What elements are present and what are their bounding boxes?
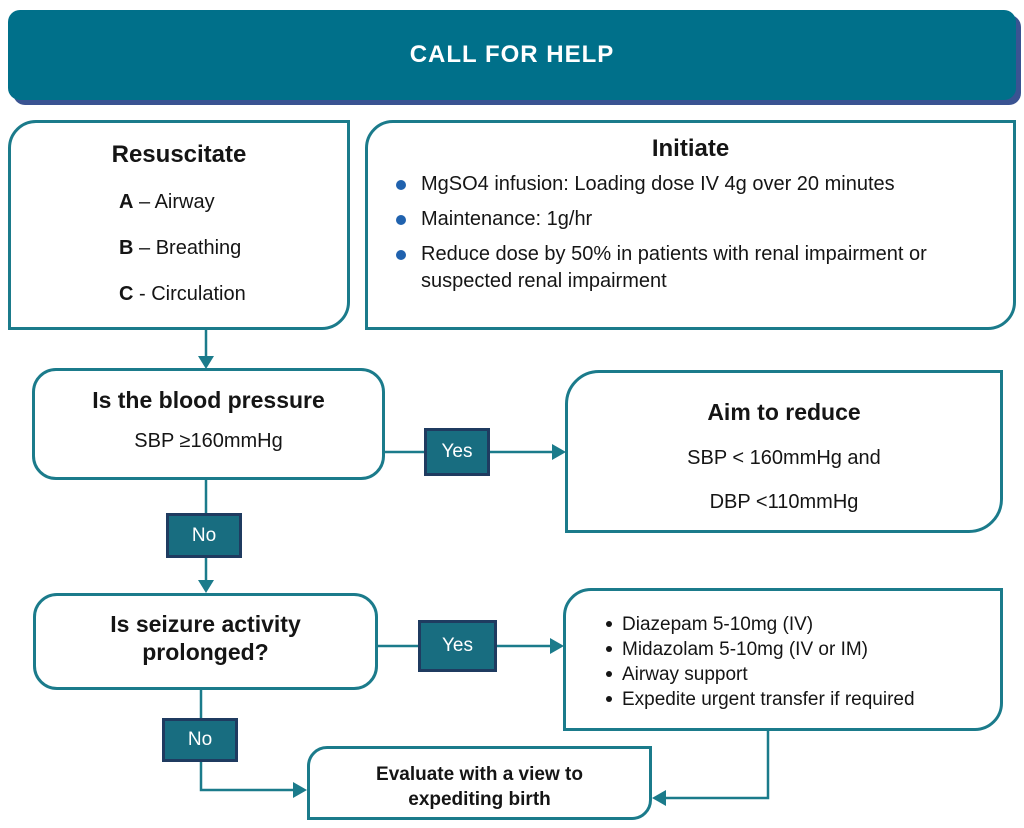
bullet-text: Diazepam 5-10mg (IV) (622, 614, 814, 635)
list-item: Diazepam 5-10mg (IV) (606, 612, 1000, 637)
evaluate-line2: expediting birth (408, 789, 551, 810)
list-item: Midazolam 5-10mg (IV or IM) (606, 637, 1000, 662)
abc-label: – Breathing (133, 237, 242, 259)
chip-text: Yes (441, 441, 473, 462)
seizure-treatment-box: Diazepam 5-10mg (IV) Midazolam 5-10mg (I… (563, 588, 1003, 731)
call-for-help-banner: CALL FOR HELP (8, 10, 1016, 100)
aim-dbp-line: DBP <110mmHg (709, 491, 859, 513)
yes-label-seizure: Yes (418, 620, 497, 672)
abc-list: A – Airway B – Breathing C - Circulation (11, 189, 347, 307)
seizure-question-line1: Is seizure activity (110, 611, 301, 637)
aim-to-reduce-box: Aim to reduce SBP < 160mmHg and DBP <110… (565, 370, 1003, 533)
yes-label-bp: Yes (424, 428, 490, 476)
evaluate-birth-box: Evaluate with a view to expediting birth (307, 746, 652, 820)
blood-pressure-question-box: Is the blood pressure SBP ≥160mmHg (32, 368, 385, 480)
initiate-title: Initiate (651, 135, 730, 162)
seizure-question-line2: prolonged? (142, 639, 269, 665)
abc-item-circulation: C - Circulation (119, 281, 347, 307)
list-item: MgSO4 infusion: Loading dose IV 4g over … (396, 171, 997, 198)
arrowhead-right-evaluate (293, 782, 307, 798)
abc-letter: C (119, 283, 134, 305)
aim-title: Aim to reduce (707, 399, 861, 425)
bullet-text: Midazolam 5-10mg (IV or IM) (622, 639, 869, 660)
list-item: Maintenance: 1g/hr (396, 206, 997, 233)
list-item: Expedite urgent transfer if required (606, 687, 1000, 712)
bp-question-subtitle: SBP ≥160mmHg (134, 430, 283, 452)
chip-text: Yes (442, 635, 473, 656)
arrowhead-down-seizure (198, 580, 214, 593)
resuscitate-box: Resuscitate A – Airway B – Breathing C -… (8, 120, 350, 330)
list-item: Airway support (606, 662, 1000, 687)
chip-text: No (187, 729, 213, 750)
no-label-seizure: No (162, 718, 238, 762)
chip-text: No (191, 524, 217, 546)
bullet-text: Airway support (622, 664, 748, 685)
no-label-bp: No (166, 513, 242, 558)
bullet-text: Expedite urgent transfer if required (622, 689, 915, 710)
abc-letter: B (119, 237, 134, 259)
bullet-text: Maintenance: 1g/hr (421, 208, 593, 230)
aim-sbp-line: SBP < 160mmHg and (687, 447, 881, 469)
seizure-question-box: Is seizure activity prolonged? (33, 593, 378, 690)
connector-no-to-evaluate (199, 762, 294, 792)
resuscitate-title: Resuscitate (111, 141, 247, 168)
abc-label: - Circulation (133, 283, 246, 305)
arrowhead-down-bp (198, 356, 214, 369)
bullet-icon (606, 646, 612, 652)
evaluate-line1: Evaluate with a view to (376, 764, 583, 785)
bullet-icon (606, 696, 612, 702)
bp-question-title: Is the blood pressure (92, 387, 325, 413)
connector-treatment-to-evaluate (665, 731, 770, 800)
arrowhead-right-aim (552, 444, 566, 460)
bullet-icon (396, 180, 406, 190)
bullet-text: Reduce dose by 50% in patients with rena… (421, 243, 927, 292)
bullet-icon (606, 671, 612, 677)
bullet-text: MgSO4 infusion: Loading dose IV 4g over … (421, 173, 895, 195)
abc-item-breathing: B – Breathing (119, 235, 347, 261)
list-item: Reduce dose by 50% in patients with rena… (396, 241, 997, 295)
abc-item-airway: A – Airway (119, 189, 347, 215)
bullet-icon (396, 250, 406, 260)
abc-label: – Airway (133, 191, 215, 213)
initiate-box: Initiate MgSO4 infusion: Loading dose IV… (365, 120, 1016, 330)
arrowhead-left-evaluate (652, 790, 666, 806)
bullet-icon (396, 215, 406, 225)
arrowhead-right-treatment (550, 638, 564, 654)
bullet-icon (606, 621, 612, 627)
initiate-bullet-list: MgSO4 infusion: Loading dose IV 4g over … (368, 171, 1013, 295)
abc-letter: A (119, 191, 134, 213)
banner-title: CALL FOR HELP (409, 41, 615, 68)
treatment-bullet-list: Diazepam 5-10mg (IV) Midazolam 5-10mg (I… (566, 591, 1000, 712)
